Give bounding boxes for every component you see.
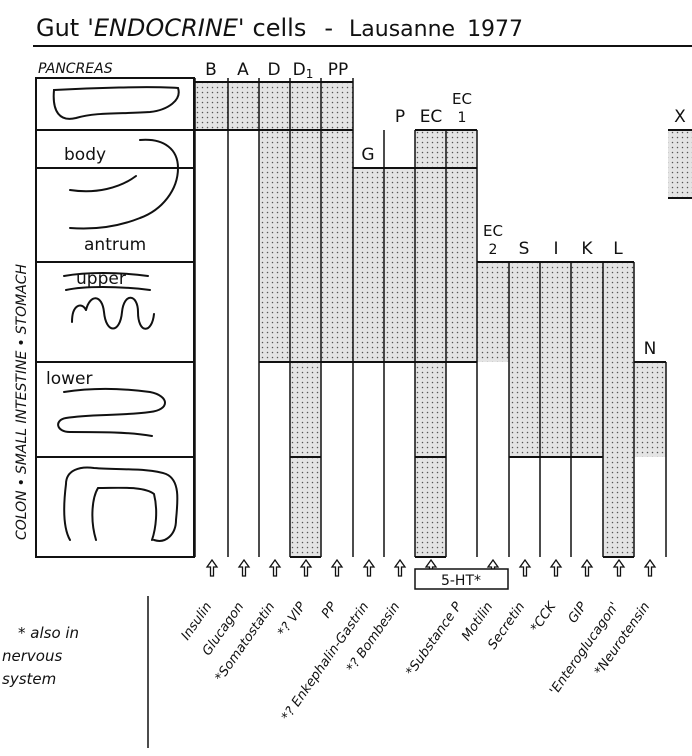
cell-type-l: L [613,239,623,259]
pancreas-label: PANCREAS [38,61,113,77]
arrow-up-icon [582,560,592,576]
serotonin-label: 5-HT* [441,573,481,589]
arrow-up-icon [645,560,655,576]
arrow-up-icon [239,560,249,576]
arrow-up-icon [301,560,311,576]
hormone-substance-p: *Substance P [403,600,465,680]
arrow-up-icon [520,560,530,576]
organ-panels [36,78,194,557]
zone-colon-l [603,457,634,557]
hormone-labels: Insulin Glucagon *Somatostatin *? VIP PP… [179,598,654,723]
cell-type-ec2-sub: 2 [489,242,498,258]
zone-lower-vip [290,362,321,457]
cell-type-i: I [553,239,558,259]
cell-type-ec1-sub: 1 [458,110,467,126]
cell-type-ec: EC [420,107,443,127]
cell-type-d: D [267,60,280,80]
zone-colon-ec [415,457,446,557]
zone-x-cell [668,130,692,198]
footnote-line-1: * also in [18,624,79,642]
cell-type-b: B [205,60,217,80]
zone-pancreas-islets [195,82,353,130]
hormone-pp: PP [319,600,340,622]
cell-type-s: S [519,239,530,259]
hormone-cck: *CCK [528,598,560,635]
stomach-antrum-label: antrum [84,235,146,255]
cell-type-k: K [581,239,593,259]
footnote-line-2: nervous [2,647,62,665]
cell-type-ec2-label: EC [483,222,503,240]
zone-lower-ec [415,362,446,457]
cell-type-x: X [674,107,686,127]
cell-type-p: P [395,107,405,127]
zone-stomach-body [259,130,353,168]
zone-antrum-d [259,168,353,262]
hormone-gip: GIP [566,600,591,627]
arrow-up-icon [395,560,405,576]
arrow-up-icon [614,560,624,576]
intestine-upper-label: upper [76,269,126,289]
serotonin-bracket: 5-HT* [415,569,508,589]
cell-type-n: N [644,339,657,359]
arrow-up-icon [551,560,561,576]
arrow-up-icon [207,560,217,576]
zone-colon-vip [290,457,321,557]
cell-type-a: A [237,60,249,80]
zone-upper-extra [477,262,509,362]
intestine-lower-label: lower [46,369,92,389]
cell-type-d1: D1 [293,60,314,81]
arrow-up-icon [332,560,342,576]
cell-type-ec1-label: EC [452,90,472,108]
cell-zones [195,82,692,557]
cell-type-g: G [361,145,374,165]
footnote: * also in nervous system [2,624,79,688]
footnote-line-3: system [2,670,56,688]
stomach-body-label: body [64,145,106,165]
cell-type-pp: PP [328,60,349,80]
organ-axis-label: COLON•SMALL INTESTINE•STOMACH [14,263,30,540]
arrow-up-icon [364,560,374,576]
hormone-vip: *? VIP [275,600,309,640]
zone-lower-sikln [509,362,666,457]
arrow-up-icon [270,560,280,576]
